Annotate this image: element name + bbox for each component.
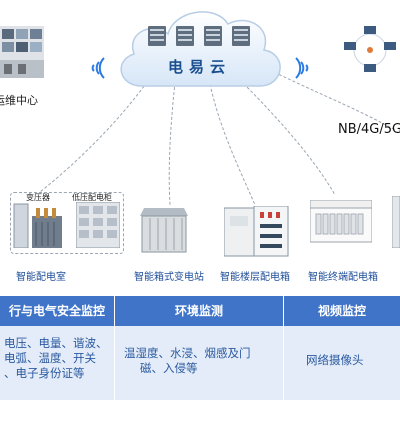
- server-rack-icons: [148, 26, 250, 46]
- cell-line: 、电子身份证等: [4, 366, 85, 380]
- header-video: 视频监控: [317, 304, 366, 318]
- box-substation-icon: [140, 208, 188, 253]
- floor-distribution-box-icon: [224, 206, 289, 257]
- line-to-box-substation: [168, 81, 176, 206]
- line-to-floor-box: [209, 83, 256, 206]
- ops-center-label: 运维中心: [0, 94, 38, 107]
- cell-video: 网络摄像头: [306, 353, 400, 427]
- line-to-edge: [269, 69, 396, 131]
- cell-line: 温湿度、水浸、烟感及门: [124, 346, 251, 360]
- device-label-power-room: 智能配电室: [16, 272, 66, 283]
- line-to-terminal-box: [239, 79, 336, 196]
- cloud-title: 电易云: [168, 58, 232, 76]
- device-label-terminal-box: 智能终端配电箱: [308, 272, 378, 283]
- cell-line: 磁、入侵等: [140, 361, 198, 375]
- header-electrical-safety: 行与电气安全监控: [8, 304, 105, 318]
- wifi-icon-left: [91, 57, 105, 79]
- monitor-wall-icon: [0, 26, 44, 78]
- monitoring-table-body: [0, 326, 400, 400]
- device-label-box-substation: 智能箱式变电站: [134, 272, 204, 283]
- power-room-group: 变压器 低压配电柜: [0, 188, 124, 258]
- device-label-floor-box: 智能楼层配电箱: [220, 272, 290, 283]
- low-voltage-cabinet-icon: [76, 202, 120, 248]
- transformer-icon: [13, 203, 62, 248]
- header-environment: 环境监测: [174, 304, 223, 318]
- device-frame: [10, 192, 124, 254]
- cabinet-tag: 低压配电柜: [72, 193, 112, 202]
- wifi-icon-right: [295, 57, 309, 79]
- table-divider: [114, 296, 115, 400]
- mobile-clients-icon: [344, 26, 396, 72]
- connection-lines: [39, 69, 396, 206]
- ops-center-screen: [0, 20, 44, 84]
- terminal-distribution-box-icon: [310, 200, 372, 243]
- table-divider: [283, 296, 284, 400]
- cell-electrical-safety: 电压、电量、谐波、 电弧、温度、开关 、电子身份证等: [4, 336, 114, 410]
- monitoring-table-header: [0, 296, 400, 326]
- cell-environment: 温湿度、水浸、烟感及门 磁、入侵等: [124, 346, 284, 420]
- cell-line: 电弧、温度、开关: [4, 351, 96, 365]
- network-label: NB/4G/5G: [338, 122, 400, 137]
- cell-line: 电压、电量、谐波、: [4, 336, 108, 350]
- line-to-power-room: [39, 77, 151, 193]
- transformer-tag: 变压器: [26, 193, 50, 202]
- edge-device-icon: [392, 196, 400, 248]
- cell-line: 网络摄像头: [306, 353, 364, 367]
